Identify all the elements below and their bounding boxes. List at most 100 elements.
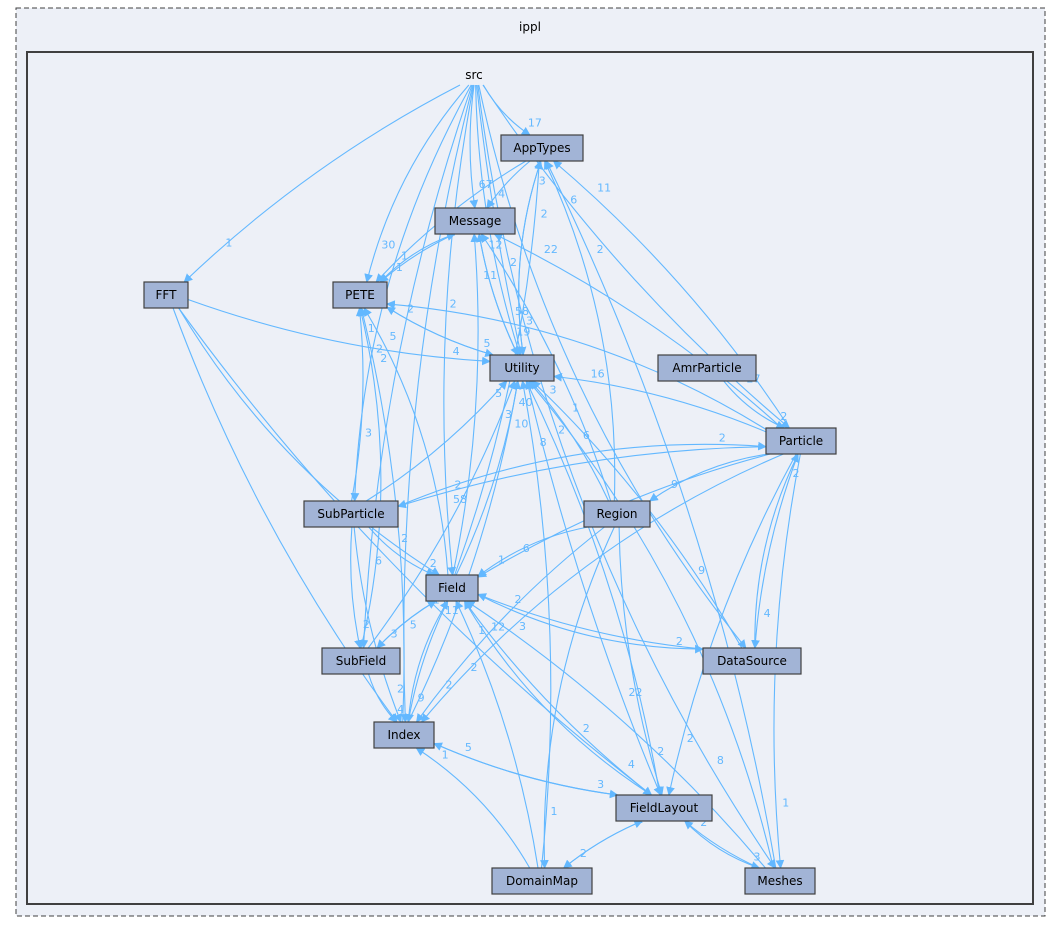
node-fieldlayout[interactable]: FieldLayout — [615, 794, 713, 822]
edge-Particle-to-PETE — [386, 300, 767, 430]
edge-Meshes-to-Field — [465, 600, 766, 869]
edge-label-FieldLayout-to-Field: 12 — [491, 621, 505, 634]
edge-Utility-to-Message — [476, 233, 519, 356]
node-meshes[interactable]: Meshes — [744, 867, 816, 895]
node-label-utility: Utility — [504, 361, 539, 375]
node-label-amrparticle: AmrParticle — [672, 361, 741, 375]
edge-label-AmrParticle-to-Particle: 2 — [780, 410, 787, 423]
edge-SubParticle-to-Index — [353, 526, 403, 723]
node-label-fieldlayout: FieldLayout — [630, 801, 699, 815]
node-box-utility[interactable] — [489, 354, 555, 382]
edge-PETE-to-Message — [379, 232, 456, 283]
node-index[interactable]: Index — [373, 721, 435, 749]
node-box-index[interactable] — [373, 721, 435, 749]
edge-label-DataSource-to-Particle: 2 — [792, 467, 799, 480]
node-box-apptypes[interactable] — [500, 134, 584, 162]
node-domainmap[interactable]: DomainMap — [491, 867, 593, 895]
node-box-message[interactable] — [434, 207, 516, 235]
edge-Utility-to-AppTypes — [518, 160, 543, 356]
edge-label-src-to-SubParticle: 3 — [365, 426, 372, 439]
node-box-fft[interactable] — [143, 281, 189, 309]
edge-SubField-to-Index — [368, 673, 398, 723]
edge-Particle-to-Index — [420, 453, 784, 723]
edge-src-to-Meshes — [477, 84, 776, 869]
edge-label-SubParticle-to-Utility: 5 — [495, 387, 502, 400]
node-box-field[interactable] — [425, 574, 479, 602]
node-box-particle[interactable] — [765, 427, 837, 455]
node-amrparticle[interactable]: AmrParticle — [657, 354, 757, 382]
edge-label-AppTypes-to-PETE: 1 — [401, 249, 408, 262]
node-box-amrparticle[interactable] — [657, 354, 757, 382]
edge-label-Field-to-Message: 11 — [483, 269, 497, 282]
edge-DataSource-to-Field — [477, 593, 704, 650]
node-box-subfield[interactable] — [321, 647, 401, 675]
node-subparticle[interactable]: SubParticle — [303, 500, 399, 528]
edge-labels: 1767130582735869522841311915422231222112… — [225, 116, 799, 863]
edge-label-DataSource-to-Utility: 1 — [572, 402, 579, 415]
edge-label-Particle-to-Index: 2 — [470, 661, 477, 674]
edge-SubParticle-to-PETE — [350, 307, 365, 502]
edge-label-Index-to-FieldLayout: 3 — [597, 778, 604, 791]
edge-label-DomainMap-to-Index: 1 — [442, 749, 449, 762]
edge-DomainMap-to-Utility — [519, 380, 552, 869]
node-message[interactable]: Message — [434, 207, 516, 235]
node-box-region[interactable] — [583, 500, 651, 528]
edge-label-Region-to-DomainMap: 1 — [551, 805, 558, 818]
edge-label-src-to-Index: 5 — [410, 619, 417, 632]
node-subfield[interactable]: SubField — [321, 647, 401, 675]
edge-label-Meshes-to-FieldLayout: 2 — [700, 816, 707, 829]
node-pete[interactable]: PETE — [332, 281, 388, 309]
node-box-meshes[interactable] — [744, 867, 816, 895]
node-label-src: src — [465, 68, 483, 82]
node-box-pete[interactable] — [332, 281, 388, 309]
edge-label-Message-to-PETE: 1 — [396, 261, 403, 274]
edge-label-FieldLayout-to-DomainMap: 2 — [580, 847, 587, 860]
edge-src-to-Field — [443, 84, 475, 576]
node-region[interactable]: Region — [583, 500, 651, 528]
edge-Index-to-Utility — [407, 380, 521, 723]
edge-Meshes-to-FieldLayout — [683, 820, 760, 869]
edge-label-Utility-to-Message: 12 — [488, 239, 502, 252]
node-label-subparticle: SubParticle — [317, 507, 384, 521]
edge-label-DomainMap-to-Field: 1 — [478, 624, 485, 637]
edge-label-src-to-AppTypes: 17 — [528, 116, 542, 129]
edge-label-src-to-Message: 67 — [479, 178, 493, 191]
node-label-datasource: DataSource — [717, 654, 787, 668]
node-particle[interactable]: Particle — [765, 427, 837, 455]
edge-label-src-to-Meshes: 8 — [717, 754, 724, 767]
edge-Field-to-Index — [405, 600, 449, 723]
edge-AppTypes-to-Message — [486, 160, 531, 209]
edge-Particle-to-Region — [649, 453, 769, 502]
node-label-message: Message — [449, 214, 502, 228]
node-box-subparticle[interactable] — [303, 500, 399, 528]
node-field[interactable]: Field — [425, 574, 479, 602]
edge-SubField-to-Field — [376, 600, 437, 649]
edge-label-src-to-SubField: 6 — [375, 554, 382, 567]
edge-label-Particle-to-AppTypes: 11 — [597, 181, 611, 194]
edge-label-FieldLayout-to-Meshes: 3 — [754, 851, 761, 864]
edge-DomainMap-to-Field — [455, 600, 539, 869]
edge-label-Field-to-PETE: 5 — [390, 330, 397, 343]
edge-label-FieldLayout-to-Index: 5 — [465, 741, 472, 754]
node-label-apptypes: AppTypes — [513, 141, 570, 155]
edge-src-to-PETE — [364, 84, 470, 283]
node-src[interactable]: src — [465, 68, 483, 82]
edge-FFT-to-Field — [178, 307, 441, 576]
node-utility[interactable]: Utility — [489, 354, 555, 382]
edge-label-Particle-to-PETE: 2 — [450, 298, 457, 311]
node-box-domainmap[interactable] — [491, 867, 593, 895]
node-fft[interactable]: FFT — [143, 281, 189, 309]
node-box-datasource[interactable] — [702, 647, 802, 675]
edge-Particle-to-AppTypes — [552, 160, 790, 429]
node-box-fieldlayout[interactable] — [615, 794, 713, 822]
node-apptypes[interactable]: AppTypes — [500, 134, 584, 162]
node-label-index: Index — [387, 728, 420, 742]
edge-Meshes-to-AppTypes — [545, 160, 777, 869]
edge-label-Particle-to-Region: 9 — [671, 478, 678, 491]
edge-label-Meshes-to-AppTypes: 2 — [597, 243, 604, 256]
edge-label-Utility-to-AppTypes: 3 — [539, 175, 546, 188]
node-datasource[interactable]: DataSource — [702, 647, 802, 675]
edge-DataSource-to-Particle — [754, 453, 799, 649]
